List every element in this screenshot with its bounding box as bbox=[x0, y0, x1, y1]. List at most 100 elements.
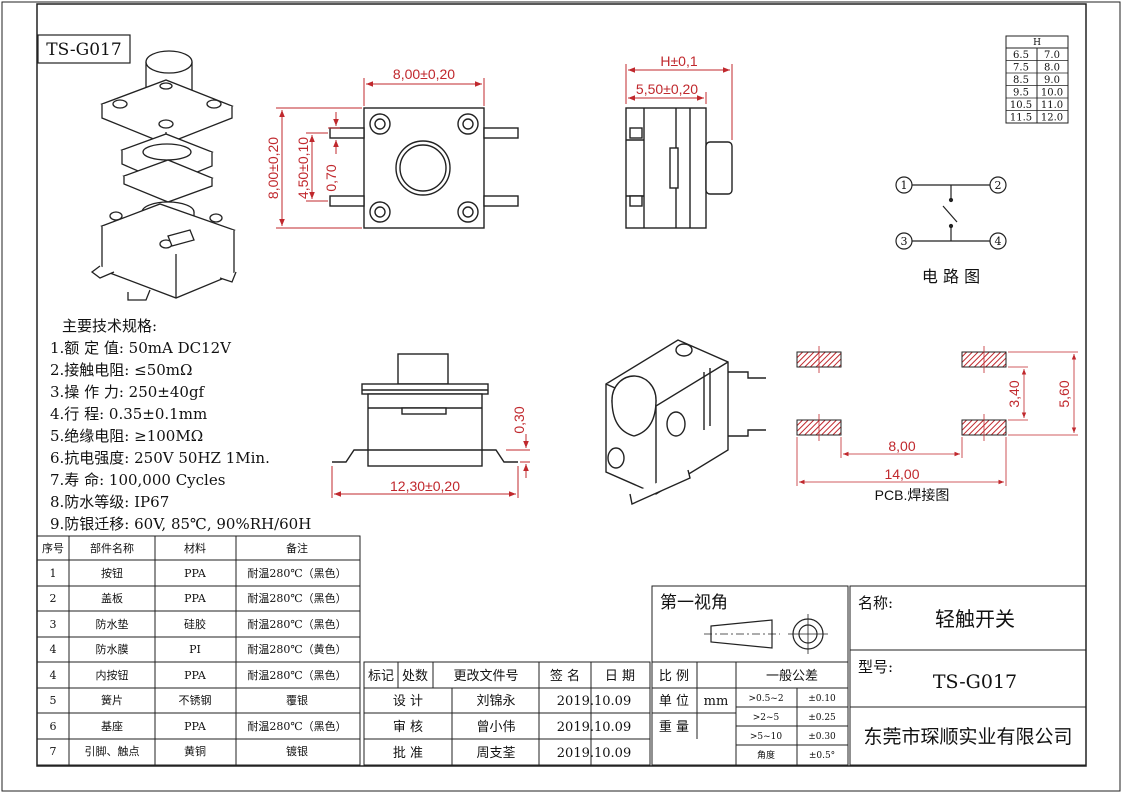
sign-name: 刘锦永 bbox=[476, 694, 515, 709]
h-table-header: H bbox=[1033, 38, 1041, 48]
inner-border bbox=[36, 3, 1087, 767]
parts-cell: 4 bbox=[50, 643, 57, 656]
circuit-diagram bbox=[895, 176, 1007, 250]
sign-date: 2019.10.09 bbox=[557, 746, 631, 761]
parts-cell: PPA bbox=[184, 567, 207, 580]
spec-item: 8.防水等级: IP67 bbox=[50, 493, 169, 511]
h-table: H 6.5 7.0 7.5 8.0 8.5 9.0 9.5 10.0 10.5 … bbox=[1005, 35, 1069, 124]
circuit-pin-1: 1 bbox=[901, 179, 908, 192]
circuit-pin-2: 2 bbox=[995, 179, 1002, 192]
parts-header-index: 序号 bbox=[42, 541, 64, 555]
side-view bbox=[625, 107, 733, 229]
projection-label: 第一视角 bbox=[660, 593, 728, 613]
parts-cell: 2 bbox=[50, 592, 57, 605]
rev-header: 标记 bbox=[368, 669, 394, 684]
dim-pin-width: 0,70 bbox=[323, 164, 339, 191]
parts-header-name: 部件名称 bbox=[90, 541, 134, 555]
parts-cell: 防水垫 bbox=[96, 617, 129, 631]
parts-cell: 5 bbox=[50, 694, 57, 707]
parts-cell: PI bbox=[189, 643, 201, 656]
h-table-cell: 7.5 bbox=[1013, 63, 1029, 74]
circuit-pin-3: 3 bbox=[901, 235, 908, 248]
dim-pcb-span: 8,00 bbox=[888, 438, 915, 454]
tolerance-value: ±0.25 bbox=[808, 713, 836, 723]
exploded-view bbox=[90, 50, 237, 301]
pcb-caption: PCB.焊接图 bbox=[875, 487, 950, 503]
parts-cell: 耐温280℃（黑色） bbox=[247, 668, 346, 682]
scale-label: 比 例 bbox=[659, 669, 689, 684]
dim-front-lead: 0,30 bbox=[511, 406, 527, 433]
side-view-dims bbox=[625, 64, 733, 140]
tolerance-value: ±0.30 bbox=[808, 732, 836, 742]
top-view-dims bbox=[276, 78, 485, 229]
parts-cell: 簧片 bbox=[101, 693, 123, 707]
parts-cell: 防水膜 bbox=[96, 642, 129, 656]
parts-cell: 盖板 bbox=[101, 591, 123, 605]
rev-header: 签 名 bbox=[550, 668, 580, 684]
circuit-title: 电 路 图 bbox=[922, 267, 980, 286]
spec-item: 6.抗电强度: 250V 50HZ 1Min. bbox=[50, 449, 270, 467]
dim-side-base: 5,50±0,20 bbox=[636, 81, 698, 97]
h-table-cell: 8.0 bbox=[1044, 63, 1060, 74]
spec-item: 2.接触电阻: ≤50mΩ bbox=[50, 361, 192, 379]
dim-side-height: H±0,1 bbox=[660, 53, 697, 69]
parts-cell: 7 bbox=[50, 745, 57, 758]
sign-role: 审 核 bbox=[393, 720, 423, 735]
h-table-cell: 9.0 bbox=[1044, 75, 1060, 86]
tolerance-value: ±0.10 bbox=[808, 694, 836, 704]
parts-cell: 覆银 bbox=[286, 693, 308, 707]
rev-header: 日 期 bbox=[605, 669, 635, 684]
parts-cell: 按钮 bbox=[101, 566, 123, 580]
top-view bbox=[329, 107, 519, 229]
h-table-cell: 7.0 bbox=[1044, 50, 1060, 61]
rev-header: 处数 bbox=[402, 669, 428, 684]
product-model: TS-G017 bbox=[933, 671, 1017, 693]
product-name: 轻触开关 bbox=[935, 607, 1015, 631]
dim-top-height: 8,00±0,20 bbox=[265, 137, 281, 199]
circuit-pin-4: 4 bbox=[995, 235, 1002, 248]
parts-cell: 3 bbox=[50, 618, 57, 631]
spec-item: 7.寿 命: 100,000 Cycles bbox=[50, 471, 225, 489]
h-table-cell: 12.0 bbox=[1041, 113, 1063, 124]
spec-item: 5.绝缘电阻: ≥100MΩ bbox=[50, 427, 203, 445]
front-view-dims bbox=[331, 434, 530, 498]
model-tag-box bbox=[37, 34, 131, 64]
h-table-cell: 9.5 bbox=[1013, 88, 1029, 99]
parts-cell: 耐温280℃（黑色） bbox=[247, 719, 346, 733]
parts-cell: 不锈钢 bbox=[179, 694, 212, 707]
h-table-cell: 10.0 bbox=[1041, 88, 1063, 99]
specs-title: 主要技术规格: bbox=[62, 317, 157, 335]
dim-pcb-total: 14,00 bbox=[884, 466, 919, 482]
weight-label: 重 量 bbox=[659, 719, 689, 735]
spec-item: 1.额 定 值: 50mA DC12V bbox=[50, 339, 232, 357]
sign-date: 2019.10.09 bbox=[557, 720, 631, 735]
dim-pcb-outer: 5,60 bbox=[1056, 380, 1072, 407]
pcb-footprint bbox=[796, 346, 1078, 486]
sign-role: 批 准 bbox=[393, 746, 423, 761]
parts-cell: 1 bbox=[50, 567, 57, 580]
parts-cell: 黄铜 bbox=[184, 744, 206, 758]
first-angle-projection-icon bbox=[704, 614, 828, 654]
parts-cell: 6 bbox=[50, 720, 57, 733]
parts-cell: 内按钮 bbox=[96, 668, 129, 682]
rev-header: 更改文件号 bbox=[453, 669, 518, 684]
h-table-cell: 11.0 bbox=[1041, 100, 1063, 111]
tolerance-title: 一般公差 bbox=[766, 668, 818, 684]
parts-table bbox=[36, 535, 361, 766]
sign-role: 设 计 bbox=[393, 694, 423, 709]
title-block bbox=[363, 585, 1087, 766]
parts-cell: 4 bbox=[50, 669, 57, 682]
parts-header-note: 备注 bbox=[286, 541, 308, 555]
tolerance-range: 角度 bbox=[757, 749, 775, 761]
h-table-cell: 6.5 bbox=[1013, 50, 1029, 61]
parts-header-material: 材料 bbox=[184, 541, 206, 555]
parts-cell: 耐温280℃（黑色） bbox=[247, 617, 346, 631]
sign-name: 曾小伟 bbox=[476, 720, 515, 735]
h-table-cell: 11.5 bbox=[1010, 113, 1032, 124]
company-name: 东莞市琛顺实业有限公司 bbox=[863, 726, 1072, 748]
model-tag: TS-G017 bbox=[46, 40, 121, 60]
parts-cell: 引脚、触点 bbox=[85, 744, 140, 758]
